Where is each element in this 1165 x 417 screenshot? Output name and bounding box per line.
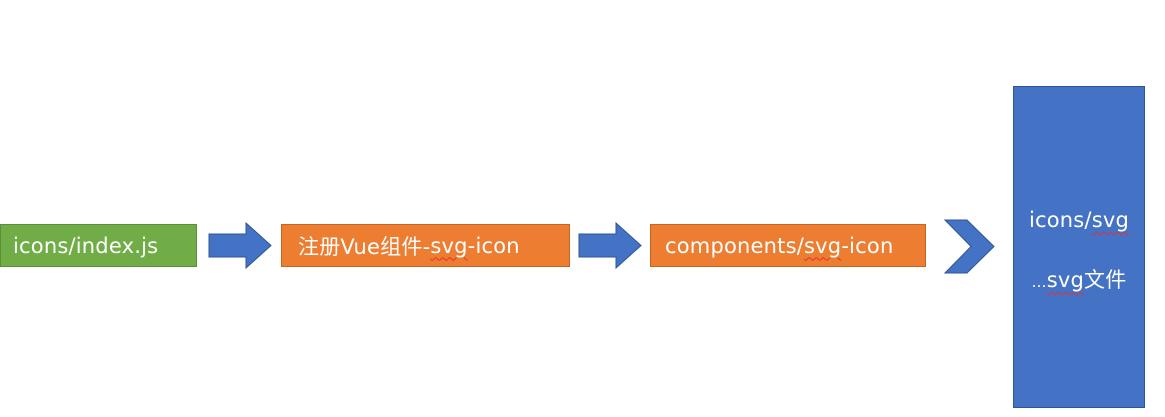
svg-folder-line1-squiggle: svg — [1091, 208, 1130, 232]
block-arrow-right-icon — [578, 222, 642, 269]
node-component-suffix: -icon — [841, 233, 894, 258]
chevron-right-icon — [944, 219, 995, 274]
node-component-prefix: components/ — [665, 233, 805, 258]
node-components-svg-icon: components/svg-icon — [650, 224, 926, 267]
node-component-squiggle: svg — [804, 233, 842, 258]
block-arrow-right-icon — [208, 222, 272, 269]
node-icons-svg-folder: icons/svg …svg文件 — [1013, 86, 1145, 408]
svg-folder-line2-suffix: 文件 — [1084, 268, 1127, 292]
node-register-squiggle: svg — [430, 233, 468, 258]
node-icons-index-js-label: icons/index.js — [13, 233, 159, 258]
node-register-vue-component: 注册Vue组件-svg-icon — [281, 224, 570, 267]
node-register-prefix: 注册Vue组件- — [298, 234, 431, 259]
svg-folder-line2-squiggle: svg — [1046, 268, 1085, 292]
node-register-suffix: -icon — [467, 233, 520, 258]
svg-folder-line-1: icons/svg — [1029, 207, 1129, 233]
svg-folder-line1-prefix: icons/ — [1028, 208, 1092, 232]
svg-folder-line-2: …svg文件 — [1032, 267, 1127, 295]
svg-folder-line2-prefix: … — [1031, 273, 1047, 291]
node-icons-index-js: icons/index.js — [0, 224, 197, 267]
